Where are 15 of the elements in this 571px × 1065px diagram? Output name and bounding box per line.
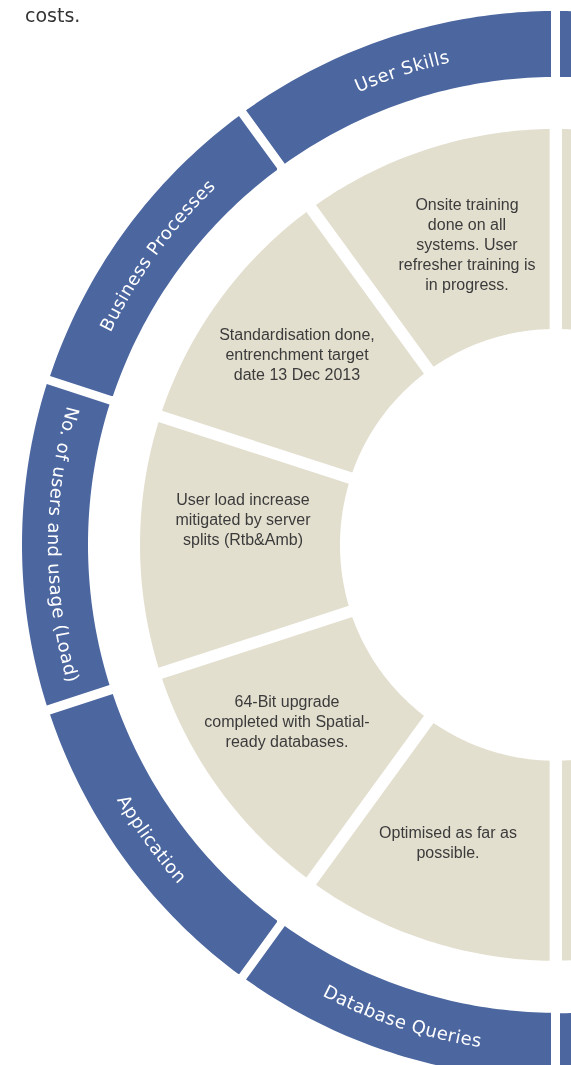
- ring-segment: [245, 11, 552, 164]
- segment-text: Optimised as far as possible.: [378, 823, 518, 863]
- ring-segment: [245, 926, 552, 1065]
- segment-text: Onsite training done on all systems. User refresher training is in progress.: [397, 195, 537, 295]
- ring-segment: [562, 129, 571, 330]
- ring-segment: [560, 11, 571, 78]
- ring-segment: [22, 384, 110, 706]
- paragraph-text: costs.: [25, 4, 81, 26]
- segment-text: 64-Bit upgrade completed with Spatial-ready databases.: [203, 692, 371, 752]
- ring-segment: [562, 760, 571, 961]
- ring-segment: [560, 1012, 571, 1065]
- segment-text: Standardisation done, entrenchment target date 13 Dec 2013: [218, 325, 376, 385]
- segment-label: User Skills: [351, 45, 452, 97]
- ring-segment: [140, 422, 349, 668]
- segment-text: User load increase mitigated by server splits (Rtb&Amb): [174, 490, 312, 550]
